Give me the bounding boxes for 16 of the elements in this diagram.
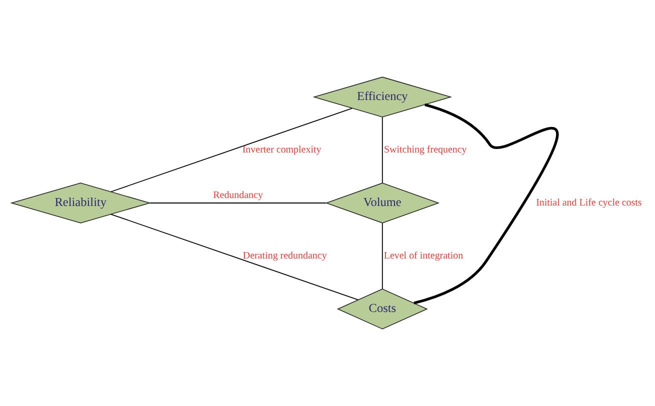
node-diamond: Reliability <box>10 182 152 224</box>
connector <box>110 214 359 300</box>
connector <box>382 116 383 184</box>
connector <box>414 103 558 304</box>
node-diamond: Volume <box>325 182 440 224</box>
edge-label: Level of integration <box>384 250 464 262</box>
edge-label: Derating redundancy <box>242 250 327 262</box>
connector <box>382 222 383 290</box>
node-diamond: Efficiency <box>312 76 452 118</box>
connector <box>149 202 327 204</box>
edge-label: Inverter complexity <box>242 144 322 156</box>
edge-label: Redundancy <box>213 190 263 201</box>
edge-label: Switching frequency <box>384 144 467 156</box>
edge-label: Initial and Life cycle costs <box>536 198 642 209</box>
connector <box>110 108 353 192</box>
node-diamond: Costs <box>336 288 428 330</box>
